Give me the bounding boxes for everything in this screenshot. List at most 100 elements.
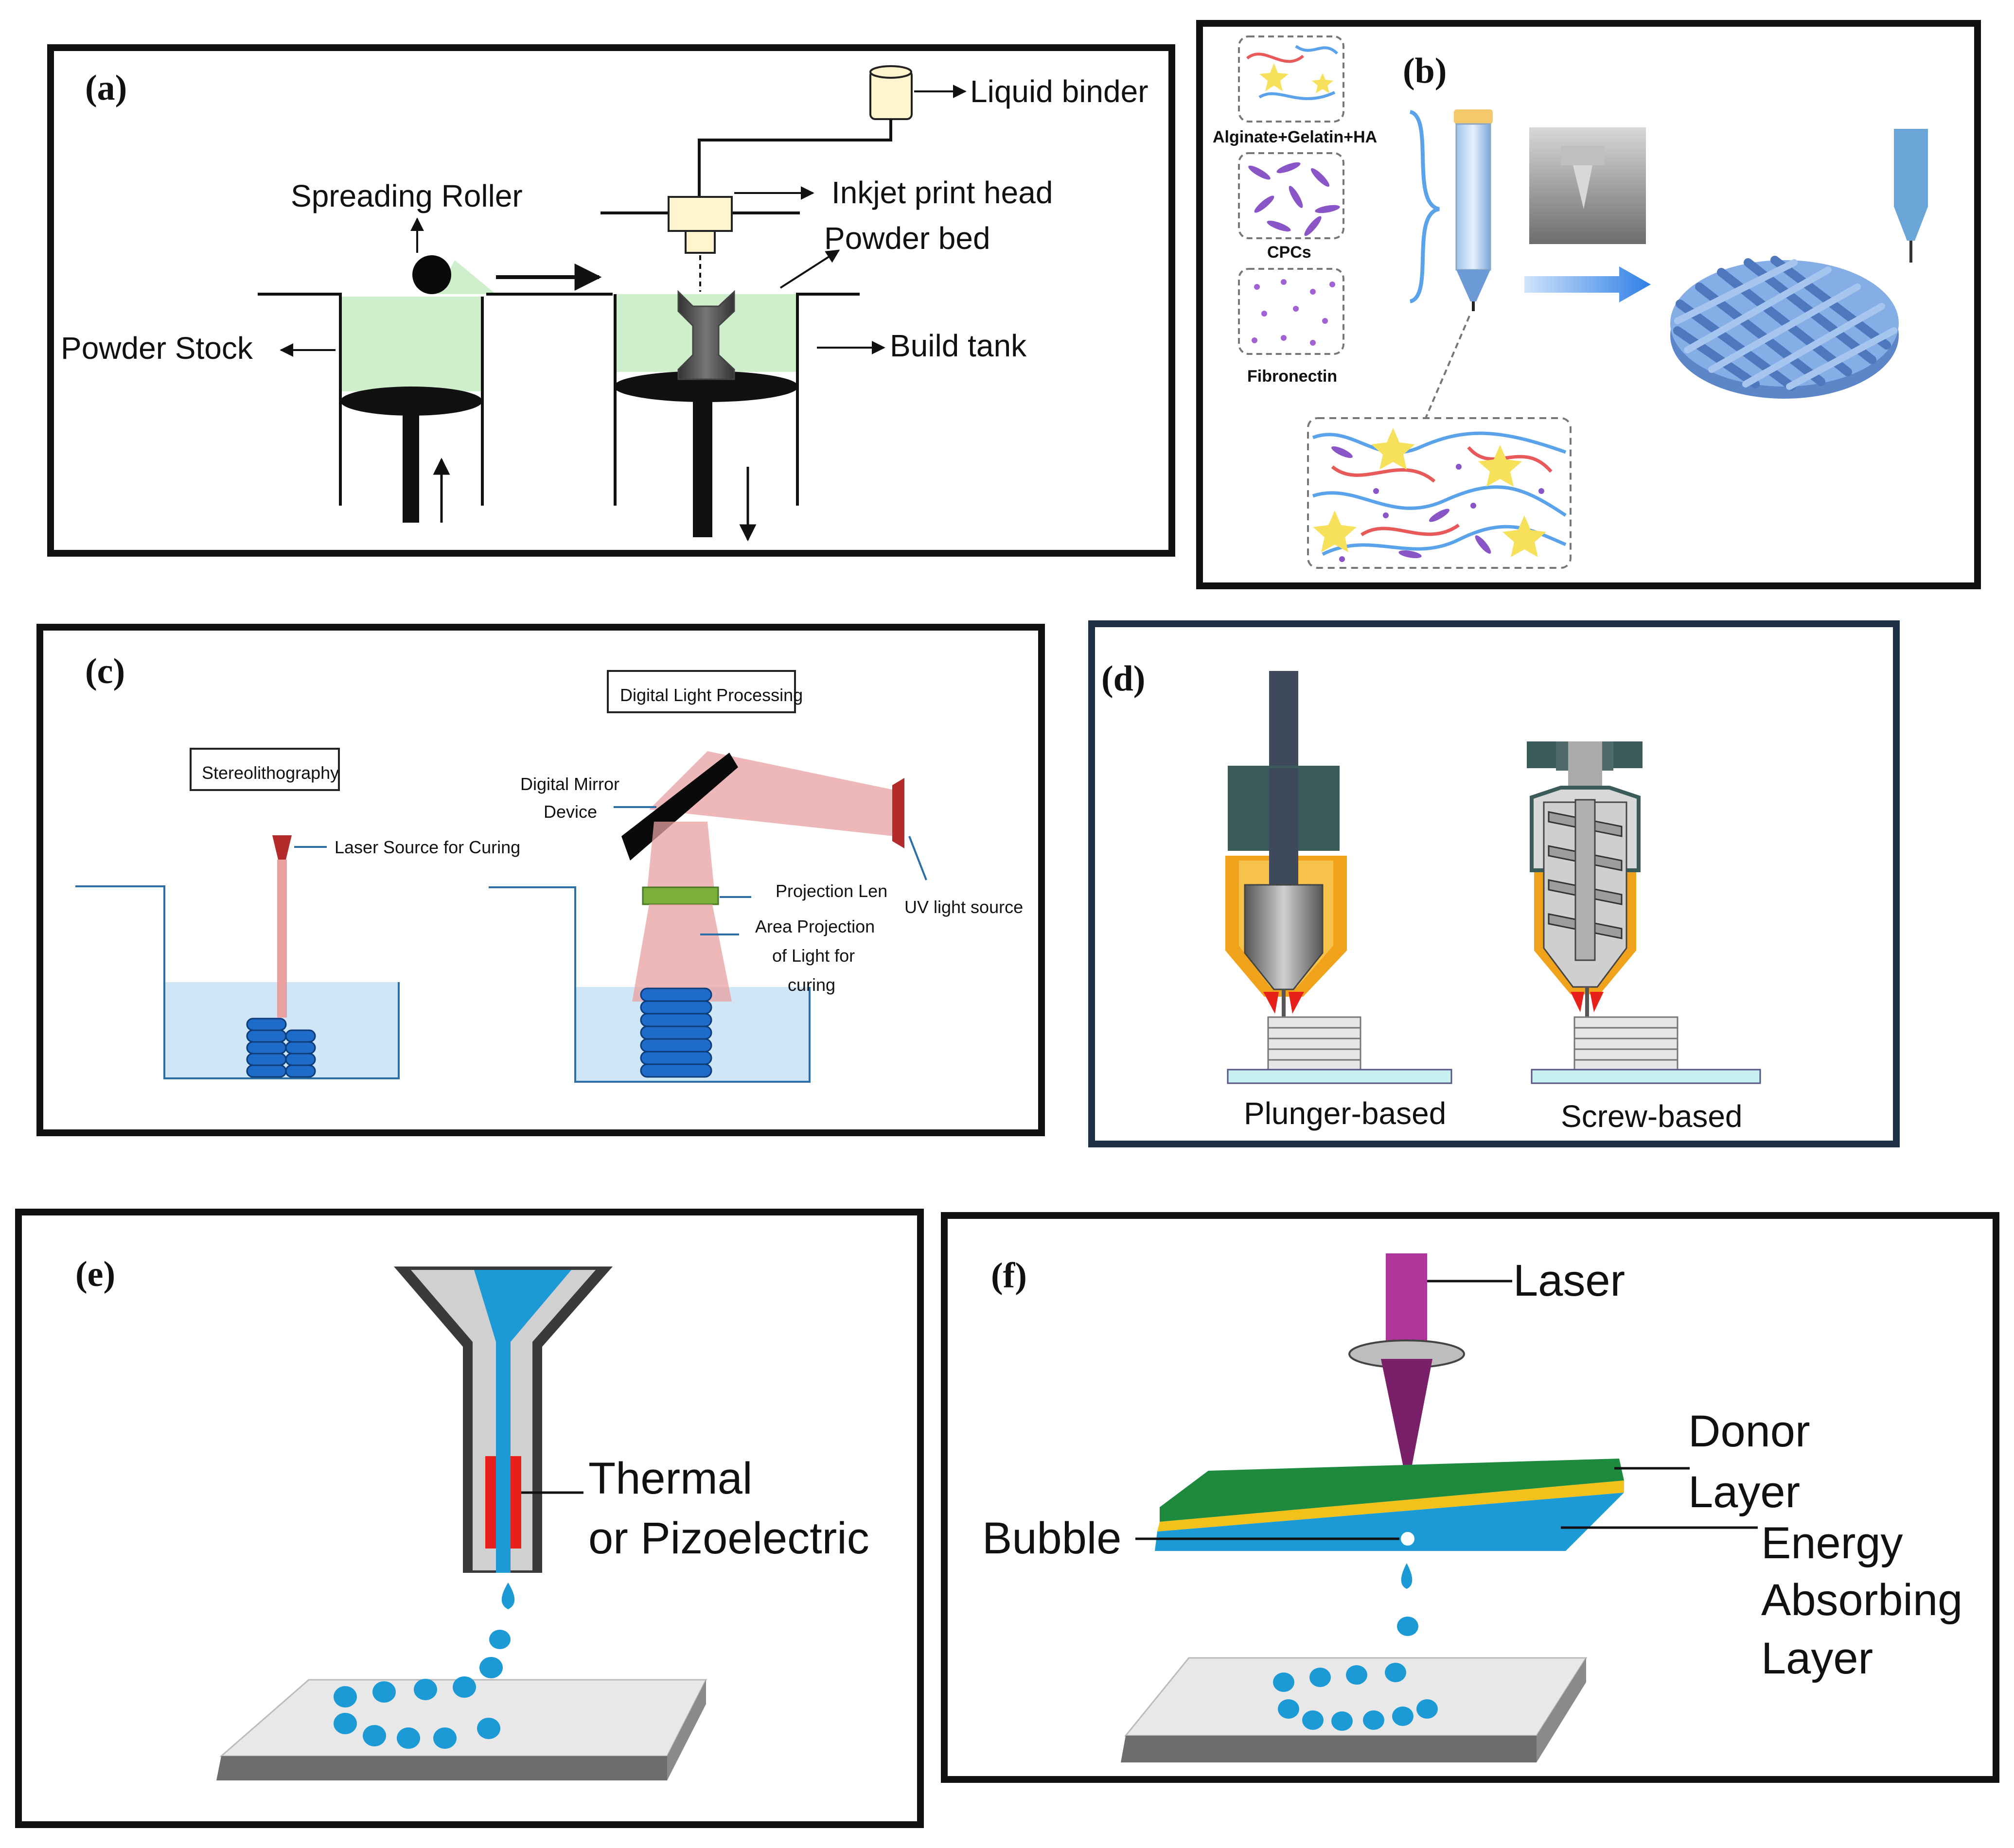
absorbing-yellow-layer [1157,1480,1624,1531]
dlp-printed-part [640,987,712,1078]
bubble-label: Bubble [982,1514,1121,1563]
sla-laser-beam [277,860,287,1018]
printer-photo-nozzle [1561,146,1605,165]
panel-d-letter: (d) [1101,659,1145,699]
powder-stock-platform [340,387,482,416]
spreading-roller-label: Spreading Roller [291,178,523,213]
panel-b: (b) Alginate+Gelatin+HA CPCs Fibronectin [1196,20,1981,589]
powder-bed-leader [779,249,840,289]
scaffold-nozzle [1894,129,1928,207]
build-tank-right-wall [796,293,860,506]
fibronectin-dots [1252,279,1335,346]
spreading-roller [412,255,451,294]
energy-label-1: Energy [1761,1518,1903,1568]
panel-a-frame [47,44,1175,557]
build-tank-label: Build tank [890,328,1027,363]
alginate-box [1238,35,1344,123]
screw-label: Screw-based [1561,1099,1743,1134]
printer-photo-tip [1573,165,1592,209]
powder-stock-piston [403,404,419,523]
process-arrow [1524,266,1651,302]
syringe-barrel [1455,123,1491,271]
donor-label-1: Donor [1688,1407,1810,1456]
uv-source-label: UV light source [904,897,1023,917]
screw-platform [1531,1069,1761,1084]
actuator-label-1: Thermal [588,1454,752,1503]
actuator-label-2: or Pizoelectric [588,1514,869,1563]
lift-substrate-edge [1537,1658,1586,1762]
area-projection-label-1: Area Projection [755,916,875,936]
panel-c: (c) Stereolithography Laser Source for C… [36,624,1045,1136]
panel-a: (a) Spreading Roller Powder Stock Build … [47,44,1175,557]
composite-particles [1331,446,1544,562]
energy-label-2: Absorbing [1761,1575,1962,1625]
powder-stock-label: Powder Stock [61,331,253,366]
laser-beam [1386,1253,1427,1346]
bracket [1409,110,1440,303]
panel-e: (e) Thermal or Pizoelectric [15,1209,924,1828]
powder-stock-walls [258,293,342,506]
liquid-binder-label: Liquid binder [970,74,1148,109]
uv-source-leader [908,836,927,880]
sla-laser-source [272,835,292,860]
inkjet-substrate-side [216,1756,667,1780]
lift-droplets [1273,1563,1438,1731]
actuator-left [485,1456,496,1549]
powder-bed-label: Powder bed [824,221,990,256]
plunger-extruder [1225,671,1347,1019]
alginate-chain-2 [1258,91,1336,100]
sla-vat [75,885,400,1079]
zoom-leader [1425,316,1470,419]
plunger-label: Plunger-based [1244,1096,1446,1131]
scaffold [1670,256,1899,399]
panel-d: (d) Plunger-based [1088,620,1900,1147]
build-tank-piston [693,389,712,537]
area-projection-label-2: of Light for [772,946,855,966]
spreader-wedge [438,260,496,294]
panel-e-letter: (e) [75,1254,115,1294]
area-projection-beam [632,904,732,1002]
inkjet-ink-channel [474,1270,571,1573]
dlp-uv-source [892,778,904,848]
donor-label-2: Layer [1688,1467,1800,1517]
inkjet-print-head-label: Inkjet print head [831,175,1053,210]
dmd-label-2: Device [544,802,597,822]
plunger-platform [1227,1069,1452,1084]
energy-label-3: Layer [1761,1634,1873,1683]
laser-label: Laser [1513,1256,1625,1305]
inkjet-print-head [668,196,733,232]
dlp-title-box [607,670,796,713]
alginate-label: Alginate+Gelatin+HA [1213,128,1377,146]
sla-laser-label: Laser Source for Curing [335,837,520,857]
inkjet-droplets [334,1583,515,1749]
panel-a-letter: (a) [85,68,127,108]
sla-printed-part [246,1018,316,1078]
ha-star-1 [1259,63,1289,91]
panel-b-letter: (b) [1403,51,1447,91]
syringe-cap [1454,109,1493,124]
print-head-nozzle [685,230,716,254]
digital-mirror-device [621,753,738,861]
dlp-vat [489,886,811,1083]
scaffold-nozzle-tip [1894,207,1928,241]
syringe-tip [1456,270,1490,301]
bubble [1399,1530,1416,1548]
fibronectin-box [1238,268,1344,355]
lift-substrate-side [1121,1736,1537,1762]
composite-stars [1313,428,1546,557]
panel-f: (f) Laser Donor Layer Bubble Energy Abso… [941,1212,1999,1783]
ha-star-2 [1312,73,1333,93]
dlp-downbeam [647,822,715,895]
alginate-chain-3 [1295,45,1339,55]
projection-lens [642,886,719,905]
powder-stock-fill [340,297,482,391]
panel-f-letter: (f) [991,1256,1027,1296]
panel-d-frame [1088,620,1900,1147]
sla-title: Stereolithography [202,763,339,783]
projection-lens-label: Projection Len [776,881,887,901]
actuator-right [511,1456,521,1549]
dmd-label-1: Digital Mirror [520,774,619,794]
cpcs-particles [1248,162,1340,236]
inkjet-substrate-edge [667,1680,706,1780]
